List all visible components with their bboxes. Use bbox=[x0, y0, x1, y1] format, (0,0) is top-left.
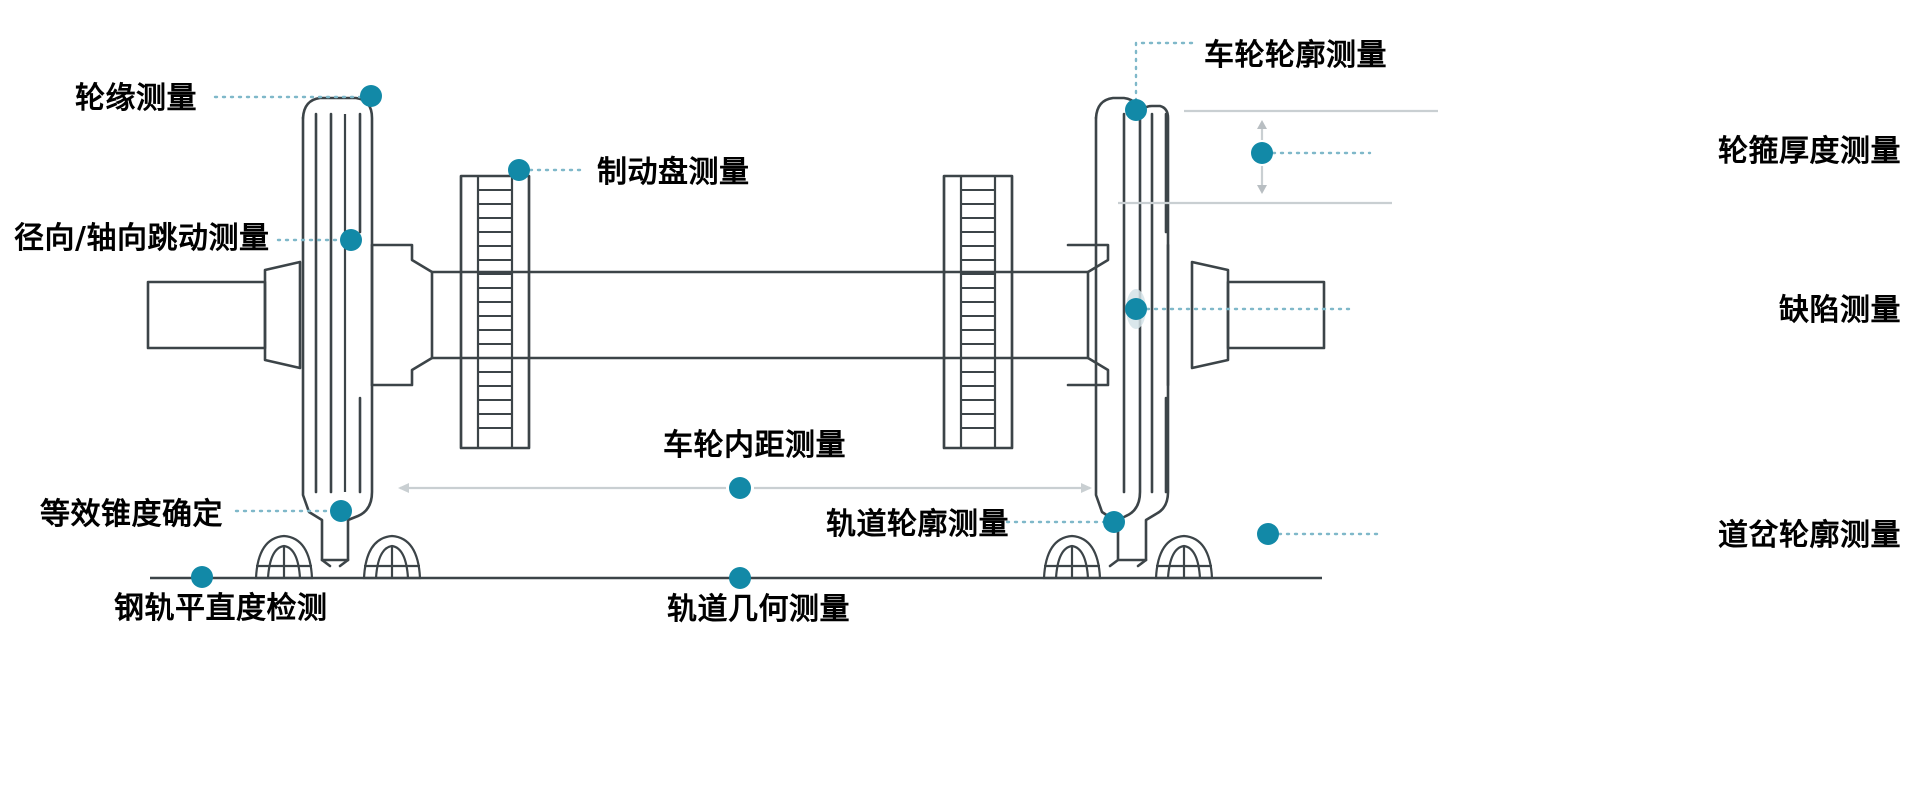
leader-lines bbox=[213, 41, 1380, 536]
left-brake-disc bbox=[459, 174, 531, 450]
label-rail-straightness-detection: 钢轨平直度检测 bbox=[114, 591, 328, 626]
left-wheel bbox=[301, 96, 374, 568]
annotation-dot-wheel-inner-distance-measurement[interactable] bbox=[729, 477, 751, 499]
label-flange-measurement: 轮缘测量 bbox=[75, 81, 197, 116]
annotation-dot-wheel-profile-measurement[interactable] bbox=[1125, 99, 1147, 121]
annotation-dot-rail-straightness-detection[interactable] bbox=[191, 566, 213, 588]
label-rim-thickness-measurement: 轮箍厚度测量 bbox=[1718, 134, 1901, 169]
annotation-dots bbox=[191, 85, 1279, 589]
label-defect-measurement: 缺陷测量 bbox=[1779, 293, 1901, 328]
axle-shaft bbox=[146, 243, 1326, 387]
annotation-dot-equivalent-conicity-determination[interactable] bbox=[330, 500, 352, 522]
annotation-dot-brake-disc-measurement[interactable] bbox=[508, 159, 530, 181]
annotation-dot-radial-axial-runout-measurement[interactable] bbox=[340, 229, 362, 251]
annotation-dot-defect-measurement[interactable] bbox=[1125, 298, 1147, 320]
label-brake-disc-measurement: 制动盘测量 bbox=[597, 155, 750, 190]
annotation-dot-turnout-profile-measurement[interactable] bbox=[1257, 523, 1279, 545]
annotation-dot-track-geometry-measurement[interactable] bbox=[729, 567, 751, 589]
annotation-dot-rim-thickness-measurement[interactable] bbox=[1251, 142, 1273, 164]
label-radial-axial-runout-measurement: 径向/轴向跳动测量 bbox=[14, 221, 270, 256]
annotation-dot-track-profile-measurement[interactable] bbox=[1103, 511, 1125, 533]
leader-line-wheel-profile-measurement bbox=[1134, 41, 1194, 103]
left-rail-fasteners bbox=[254, 534, 422, 580]
label-turnout-profile-measurement: 道岔轮廓测量 bbox=[1718, 518, 1901, 553]
rim-thickness-dimension bbox=[1118, 109, 1438, 205]
label-wheel-inner-distance-measurement: 车轮内距测量 bbox=[663, 428, 846, 463]
label-equivalent-conicity-determination: 等效锥度确定 bbox=[40, 497, 223, 532]
annotation-dot-flange-measurement[interactable] bbox=[360, 85, 382, 107]
right-rail-fasteners bbox=[1042, 534, 1214, 580]
label-wheel-profile-measurement: 车轮轮廓测量 bbox=[1204, 38, 1387, 73]
label-track-profile-measurement: 轨道轮廓测量 bbox=[826, 507, 1009, 542]
right-wheel bbox=[1094, 96, 1170, 568]
label-track-geometry-measurement: 轨道几何测量 bbox=[667, 592, 850, 627]
inner-distance-dimension bbox=[398, 483, 1092, 493]
right-brake-disc bbox=[942, 174, 1014, 450]
